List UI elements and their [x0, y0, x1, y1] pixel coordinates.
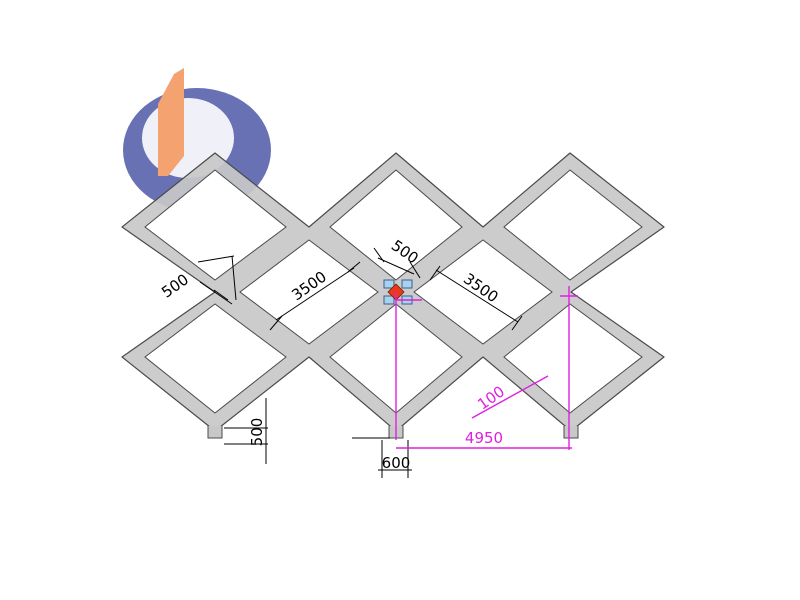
frame-opening	[144, 169, 287, 281]
frame-opening	[503, 303, 643, 414]
black-dimension-lines	[197, 247, 523, 478]
frame-foot	[563, 426, 579, 439]
magenta-dimension-lines	[395, 286, 578, 450]
frame-foot	[207, 426, 223, 439]
dim-label-foot-height: 500	[248, 418, 266, 447]
dim-label-foot-width: 600	[382, 454, 411, 472]
dim-label-height-small: 100	[474, 382, 508, 413]
dim-label-width-left: 500	[158, 270, 192, 301]
frame-opening	[239, 239, 379, 345]
frame-opening	[413, 239, 553, 345]
frame-opening	[329, 169, 463, 281]
dim-label-spacing: 4950	[465, 429, 503, 447]
frame-opening	[144, 303, 287, 414]
logo-orange-bar	[158, 68, 184, 176]
frame-opening	[503, 169, 643, 281]
